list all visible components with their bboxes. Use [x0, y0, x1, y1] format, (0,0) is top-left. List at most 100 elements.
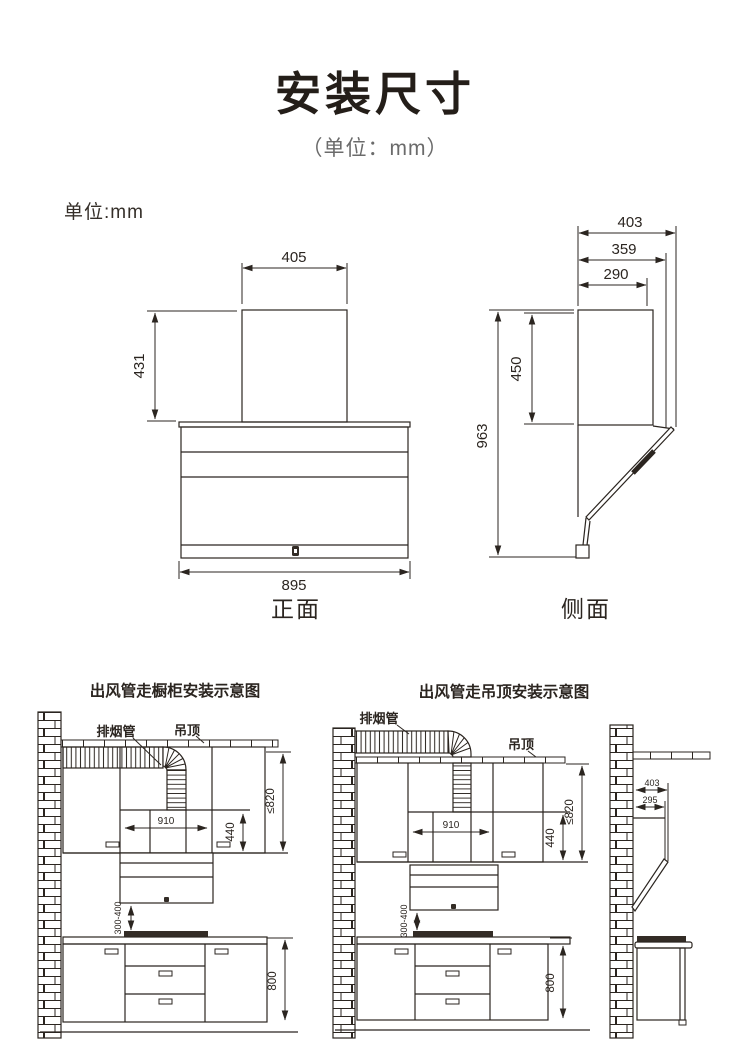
svg-text:405: 405 [281, 249, 306, 266]
cabinet-door-handle [392, 851, 407, 858]
exhaust-pipe-label: 排烟管 [359, 711, 398, 726]
countertop [634, 941, 693, 949]
cabinet-door-handle [394, 948, 409, 955]
base-cabinet [356, 943, 549, 1021]
dim-ceiling-to-cabinet-bottom: ≤820 [265, 751, 291, 852]
side-chimney [577, 309, 654, 426]
exhaust-duct-vertical [452, 762, 472, 813]
ceiling-duct-diagram: 出风管走吊顶安装示意图 排烟管 吊顶 [332, 682, 711, 1039]
front-hood-body [178, 421, 411, 559]
svg-text:440: 440 [545, 828, 557, 847]
dim-side-chimney-height: 450 [508, 312, 574, 425]
svg-text:≤820: ≤820 [564, 799, 576, 825]
cabinet-duct-title: 出风管走橱柜安装示意图 [90, 681, 261, 700]
ceiling-leader-line [527, 750, 537, 758]
dim-opening-height: 440 [545, 814, 567, 861]
dim-opening-width: 910 [412, 820, 490, 836]
dim-ceiling-to-cabinet-bottom: ≤820 [564, 763, 589, 861]
dim-depth-total: 403 [577, 214, 677, 427]
brick-wall [609, 724, 634, 1039]
cabinet-door-handle [214, 948, 229, 955]
svg-text:403: 403 [644, 778, 659, 788]
exhaust-duct-vertical [166, 769, 187, 811]
base-cabinet [62, 943, 268, 1023]
page-subtitle: （单位：mm） [301, 137, 449, 160]
dim-opening-height: 440 [225, 813, 247, 852]
exhaust-pipe-label: 排烟管 [96, 724, 135, 739]
drawer-handle [445, 998, 460, 1005]
dim-chimney-width: 405 [241, 249, 348, 304]
ceiling-label: 吊顶 [508, 737, 534, 752]
unit-note: 单位:mm [64, 202, 144, 223]
svg-text:910: 910 [443, 820, 460, 831]
svg-text:≤820: ≤820 [265, 788, 277, 814]
exhaust-duct-elbow [162, 746, 187, 771]
front-view-caption: 正面 [271, 596, 321, 622]
ceiling-panel [354, 756, 566, 764]
page-title: 安装尺寸 [275, 68, 475, 120]
svg-text:403: 403 [617, 214, 642, 231]
exhaust-duct-horizontal [62, 746, 164, 769]
svg-text:295: 295 [642, 795, 657, 805]
drawer-handle [158, 998, 173, 1005]
cabinet-door-handle [105, 841, 120, 848]
dim-side-depth-total: 403 [635, 778, 669, 861]
dim-hood-to-cooktop: 300-400 [113, 901, 135, 935]
svg-text:290: 290 [603, 266, 628, 283]
ceiling-duct-title: 出风管走吊顶安装示意图 [419, 682, 590, 701]
side-foot [575, 544, 590, 559]
side-glass-panel [585, 426, 675, 521]
svg-text:800: 800 [545, 973, 557, 992]
cabinet-door-handle [104, 948, 119, 955]
dim-total-height: 963 [474, 309, 576, 558]
side-view-caption: 侧面 [561, 596, 611, 622]
ceiling-panel [632, 751, 711, 760]
dim-depth-mid: 359 [578, 241, 667, 428]
cooktop [637, 936, 686, 942]
svg-text:440: 440 [225, 822, 237, 841]
side-view-diagram: 403 359 290 450 [474, 214, 677, 622]
ceiling-label: 吊顶 [174, 723, 200, 738]
dim-counter-height: 800 [545, 945, 567, 1019]
cooktop [413, 931, 493, 937]
dim-depth-upper: 290 [578, 266, 648, 306]
ceiling-leader-line [195, 735, 205, 744]
brick-wall [37, 711, 62, 1039]
side-hood-profile [631, 817, 669, 913]
drawer-handle [158, 970, 173, 977]
cabinet-duct-diagram: 出风管走橱柜安装示意图 吊顶 排烟管 [37, 681, 298, 1039]
hood-body [409, 864, 499, 911]
exhaust-duct-horizontal [354, 730, 449, 754]
base-cabinet [636, 947, 687, 1026]
svg-text:800: 800 [267, 971, 279, 990]
svg-text:963: 963 [474, 423, 491, 448]
countertop [62, 936, 268, 945]
side-hood-profile [575, 425, 675, 559]
svg-text:359: 359 [611, 241, 636, 258]
brick-wall [332, 727, 356, 1039]
cooktop [124, 931, 208, 937]
side-panel-handle [631, 449, 656, 475]
front-view-diagram: 405 431 [131, 249, 411, 622]
cabinet-door-handle [501, 851, 516, 858]
upper-cabinets [356, 762, 570, 863]
svg-text:431: 431 [131, 353, 148, 378]
svg-text:450: 450 [508, 356, 525, 381]
dim-hood-to-cooktop: 300-400 [399, 904, 421, 938]
hood-body [119, 852, 214, 904]
dim-chimney-height: 431 [131, 310, 237, 422]
svg-text:910: 910 [158, 816, 175, 827]
dim-body-width: 895 [178, 561, 411, 594]
drawer-handle [445, 970, 460, 977]
side-glass-panel [631, 858, 669, 913]
exhaust-duct-elbow [447, 730, 472, 758]
svg-text:300-400: 300-400 [113, 901, 123, 934]
svg-text:300-400: 300-400 [399, 904, 409, 937]
dim-opening-width: 910 [124, 816, 208, 832]
dim-counter-height: 800 [267, 939, 289, 1021]
svg-text:895: 895 [281, 577, 306, 594]
dim-side-depth-body: 295 [635, 795, 666, 860]
front-chimney [241, 309, 348, 423]
